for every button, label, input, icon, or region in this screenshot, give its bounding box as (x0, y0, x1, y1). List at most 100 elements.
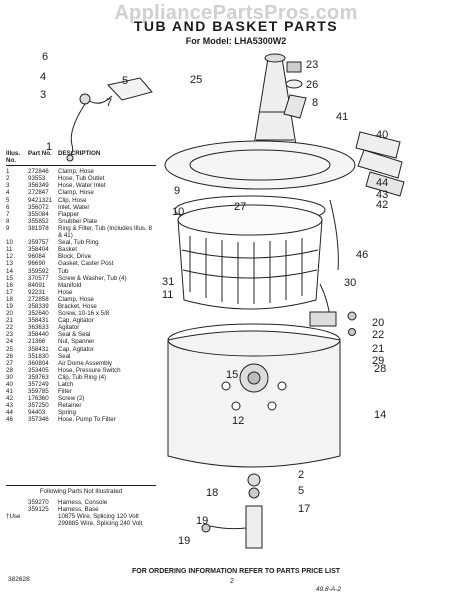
part-no: 272847 (28, 189, 49, 197)
filter-assembly (355, 131, 405, 197)
illus-no: 18 (6, 295, 13, 303)
illus-no: 8 (6, 217, 10, 225)
description: Screw & Washer, Tub (4) (58, 274, 127, 282)
parts-table-header: Illus. No. Part No. DESCRIPTION (6, 150, 156, 167)
illus-no: 28 (6, 366, 13, 374)
description: Ring & Filter, Tub (Includes Illus. 8 & … (58, 224, 152, 240)
description: Clamp, Hose (58, 189, 94, 197)
part-no: 92231 (28, 288, 46, 296)
part-no: 9421321 (28, 196, 53, 204)
callout-5: 5 (122, 75, 128, 87)
part-no: 358339 (28, 302, 49, 310)
illus-no: 15 (6, 274, 13, 282)
part-no: 21366 (28, 338, 46, 346)
part-no: 357249 (28, 381, 49, 388)
description: Clip, Hose (58, 196, 87, 204)
illus-no: 22 (6, 324, 13, 332)
part-no: 370577 (28, 274, 49, 282)
description: Nut, Spanner (58, 338, 95, 346)
description: Hose, Pressure Switch (58, 366, 121, 374)
illus-no: 10 (6, 239, 13, 247)
description: Cap, Agitator (58, 317, 94, 325)
part-no: 94403 (28, 409, 46, 417)
callout-28: 28 (374, 363, 386, 375)
part-no: 352640 (28, 310, 49, 318)
description: Gasket, Caster Post (58, 260, 114, 268)
part-no: 358431 (28, 345, 49, 353)
divider (6, 485, 156, 486)
description: Harness, Base (58, 506, 99, 514)
part-no: 356072 (28, 203, 49, 211)
description: Screw, 10-16 x 5/8 (58, 310, 110, 318)
illus-no: 24 (6, 338, 13, 346)
callout-29: 29 (372, 355, 384, 367)
part-no: 353405 (28, 366, 49, 374)
header-illus: Illus. No. (6, 150, 21, 165)
illus-no: 13 (6, 260, 13, 268)
part-no: 358431 (28, 317, 49, 325)
callout-42: 42 (376, 199, 388, 211)
callout-40: 40 (376, 129, 388, 141)
callout-46: 46 (356, 249, 368, 261)
description: Basket (58, 246, 77, 254)
part-no: 357250 (28, 402, 49, 410)
table-row: 40 357249 Latch (6, 381, 156, 388)
description: Filter (58, 388, 72, 396)
part-no: 96084 (28, 253, 46, 261)
part-no: 357346 (28, 416, 49, 424)
description: Latch (58, 381, 74, 388)
description: Hose, Pump To Filter (58, 416, 116, 424)
pump-to-filter-hose (329, 199, 339, 271)
tub-ring (164, 140, 356, 190)
callout-1: 1 (46, 141, 52, 153)
header-part: Part No. (28, 150, 52, 157)
description: Hose, Tub Outlet (58, 175, 105, 183)
callout-21: 21 (372, 343, 384, 355)
part-no: 176360 (28, 395, 49, 403)
description: Clamp, Hose (58, 295, 94, 303)
description: Block, Drive (58, 253, 92, 261)
description: Seal, Tub Ring (58, 239, 99, 247)
callout-23: 23 (306, 59, 318, 71)
callout-15: 15 (226, 369, 238, 381)
part-no: 381978 (28, 224, 49, 232)
part-no: 358440 (28, 331, 49, 339)
description: Screw (2) (58, 395, 85, 403)
callout-8: 8 (312, 97, 318, 109)
callout-12: 12 (232, 415, 244, 427)
tub (167, 323, 341, 468)
part-no: 272858 (28, 295, 49, 303)
description: Flapper (58, 210, 79, 218)
callout-2: 2 (298, 469, 304, 481)
description: Inlet, Water (58, 203, 90, 211)
callout-3: 3 (40, 89, 46, 101)
model-line: For Model: LHA5300W2 (185, 36, 287, 46)
part-no: 359125 (28, 506, 49, 514)
page-title: TUB AND BASKET PARTS (133, 18, 339, 34)
callout-27: 27 (234, 201, 246, 213)
description: Retainer (58, 402, 82, 410)
illus-no: 40 (6, 381, 13, 388)
description: Agitator (58, 324, 80, 332)
